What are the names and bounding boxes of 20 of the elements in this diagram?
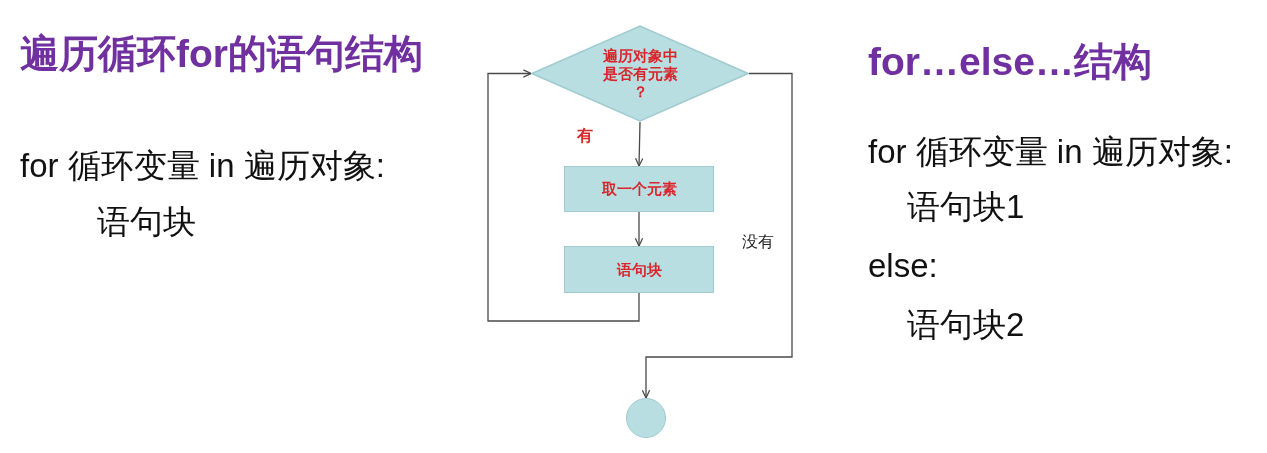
code-line: for 循环变量 in 遍历对象: bbox=[20, 146, 385, 186]
flow-arrow bbox=[487, 69, 640, 322]
edge-label: 没有 bbox=[741, 232, 775, 252]
section-heading: 遍历循环for的语句结构 bbox=[20, 31, 423, 77]
node-text: 遍历对象中是否有元素？ bbox=[602, 46, 678, 101]
code-line: 语句块2 bbox=[907, 305, 1025, 345]
decision-diamond bbox=[531, 25, 749, 122]
flow-arrow bbox=[641, 72, 793, 399]
section-heading: for…else…结构 bbox=[868, 39, 1152, 85]
process-box bbox=[564, 166, 714, 212]
code-line: else: bbox=[868, 246, 938, 286]
code-line: 语句块1 bbox=[907, 187, 1025, 227]
edge-label: 有 bbox=[576, 126, 594, 146]
process-box bbox=[564, 246, 714, 293]
flow-arrow bbox=[634, 121, 644, 167]
code-line: for 循环变量 in 遍历对象: bbox=[868, 132, 1233, 172]
flow-arrow bbox=[634, 211, 644, 247]
code-line: 语句块 bbox=[97, 202, 196, 242]
node-text: 取一个元素 bbox=[601, 180, 677, 198]
node-text: 语句块 bbox=[616, 260, 662, 279]
